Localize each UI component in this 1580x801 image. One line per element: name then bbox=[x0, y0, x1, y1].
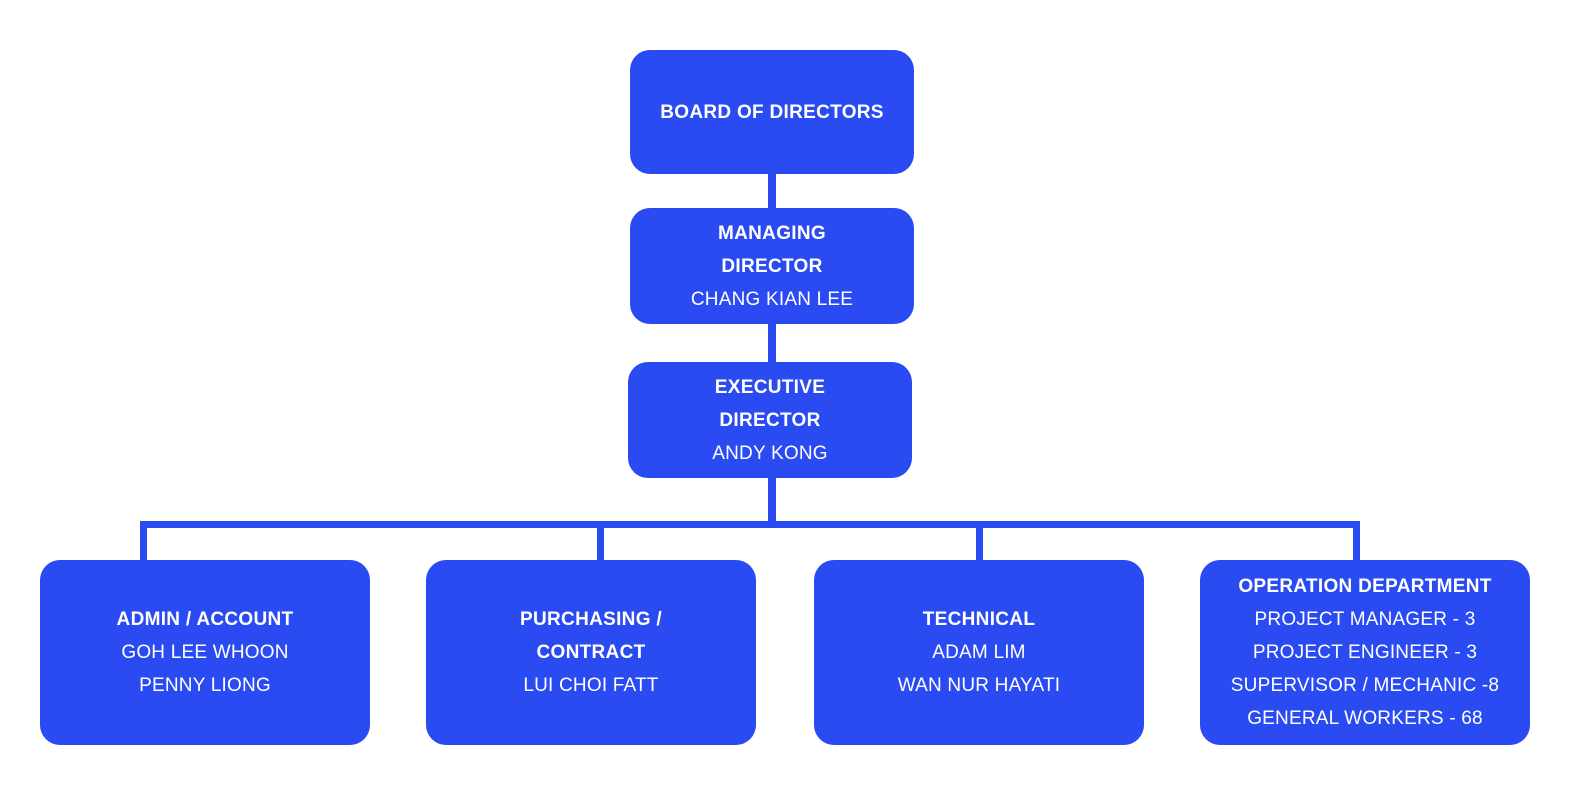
node-title-admin-account: ADMIN / ACCOUNT bbox=[116, 609, 294, 630]
node-title-executive-director-line2: DIRECTOR bbox=[719, 409, 821, 431]
connector-drop-admin-account bbox=[140, 521, 147, 567]
node-person-purchasing-contract: LUI CHOI FATT bbox=[523, 675, 659, 696]
node-title-executive-director-line1: EXECUTIVE bbox=[714, 376, 826, 398]
node-title-technical: TECHNICAL bbox=[922, 609, 1036, 630]
node-admin-account[interactable]: ADMIN / ACCOUNT GOH LEE WHOON PENNY LION… bbox=[40, 560, 370, 745]
node-board-of-directors[interactable]: BOARD OF DIRECTORS bbox=[630, 50, 914, 174]
node-purchasing-contract[interactable]: PURCHASING / CONTRACT LUI CHOI FATT bbox=[426, 560, 756, 745]
node-title-managing-director-line2: DIRECTOR bbox=[721, 255, 823, 277]
node-title-board-of-directors: BOARD OF DIRECTORS bbox=[660, 101, 884, 123]
node-person-admin-account-1: GOH LEE WHOON bbox=[121, 642, 289, 663]
node-line-operation-department-2: PROJECT ENGINEER - 3 bbox=[1252, 642, 1478, 663]
connector-drop-operation-department bbox=[1353, 521, 1360, 567]
connector-drop-purchasing-contract bbox=[597, 521, 604, 567]
connector-managing-to-executive-director bbox=[768, 318, 776, 374]
node-person-managing-director: CHANG KIAN LEE bbox=[690, 288, 854, 310]
node-line-operation-department-3: SUPERVISOR / MECHANIC -8 bbox=[1230, 675, 1500, 696]
node-operation-department[interactable]: OPERATION DEPARTMENT PROJECT MANAGER - 3… bbox=[1200, 560, 1530, 745]
node-person-admin-account-2: PENNY LIONG bbox=[139, 675, 271, 696]
connector-board-to-managing-director bbox=[768, 168, 776, 216]
node-line-operation-department-4: GENERAL WORKERS - 68 bbox=[1247, 708, 1483, 729]
connector-executive-director-stem bbox=[768, 470, 776, 528]
connector-horizontal-bus bbox=[140, 521, 1360, 528]
node-person-executive-director: ANDY KONG bbox=[712, 442, 828, 464]
node-line-operation-department-1: PROJECT MANAGER - 3 bbox=[1254, 609, 1476, 630]
node-title-purchasing-contract-line2: CONTRACT bbox=[536, 642, 646, 663]
node-person-technical-1: ADAM LIM bbox=[932, 642, 1026, 663]
node-technical[interactable]: TECHNICAL ADAM LIM WAN NUR HAYATI bbox=[814, 560, 1144, 745]
node-title-operation-department: OPERATION DEPARTMENT bbox=[1238, 576, 1492, 597]
node-title-managing-director-line1: MANAGING bbox=[718, 222, 826, 244]
node-title-purchasing-contract-line1: PURCHASING / bbox=[520, 609, 662, 630]
node-managing-director[interactable]: MANAGING DIRECTOR CHANG KIAN LEE bbox=[630, 208, 914, 324]
node-executive-director[interactable]: EXECUTIVE DIRECTOR ANDY KONG bbox=[628, 362, 912, 478]
node-person-technical-2: WAN NUR HAYATI bbox=[897, 675, 1061, 696]
connector-drop-technical bbox=[976, 521, 983, 567]
